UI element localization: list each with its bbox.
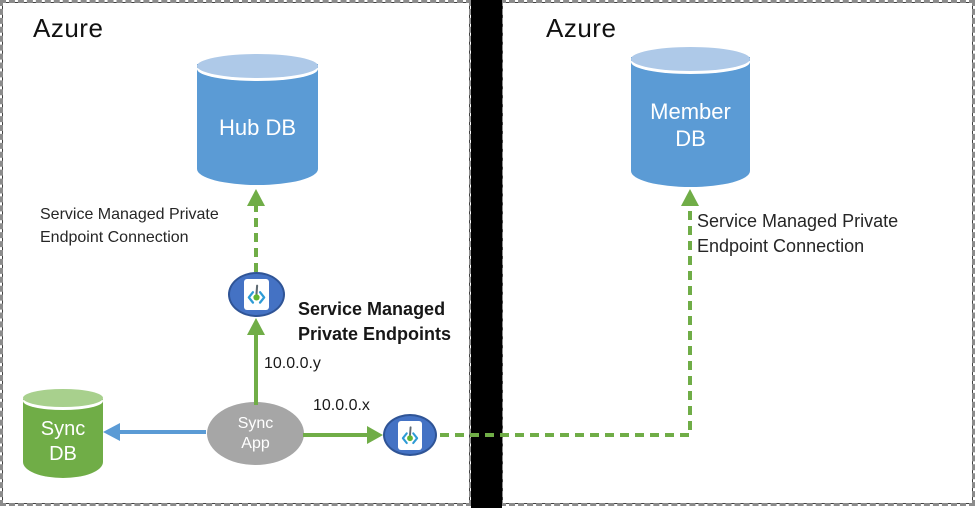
hub-db-label: Hub DB bbox=[218, 114, 297, 140]
sync-db-label: Sync DB bbox=[40, 417, 86, 465]
service-managed-private-endpoints-title: Service Managed Private Endpoints bbox=[298, 299, 452, 344]
member-db-cylinder-body bbox=[631, 57, 750, 187]
left-connection-label: Service Managed Private Endpoint Connect… bbox=[40, 206, 219, 246]
sync-db-cylinder-top bbox=[23, 389, 103, 407]
hub-db-cylinder-top bbox=[197, 54, 318, 78]
private-endpoint-icon bbox=[398, 420, 422, 450]
sync-app-ellipse: Sync App bbox=[207, 402, 304, 465]
right-connection-label: Service Managed Private Endpoint Connect… bbox=[697, 211, 899, 256]
private-endpoint-2 bbox=[383, 414, 437, 456]
hub-db-cylinder-body bbox=[197, 64, 318, 185]
member-db-cylinder: Member DB bbox=[631, 47, 750, 187]
region-title-left: Azure bbox=[33, 13, 104, 43]
network-boundary-divider bbox=[471, 0, 502, 508]
sync-db-cylinder-body bbox=[23, 399, 103, 478]
region-title-right: Azure bbox=[546, 13, 617, 43]
ip-label-y: 10.0.0.y bbox=[264, 355, 321, 372]
member-db-cylinder-top bbox=[631, 47, 750, 71]
member-db-label: Member DB bbox=[650, 98, 731, 152]
hub-db-cylinder: Hub DB bbox=[197, 54, 318, 185]
private-endpoint-1 bbox=[228, 272, 285, 317]
sync-db-cylinder: Sync DB bbox=[23, 389, 103, 478]
ip-label-x: 10.0.0.x bbox=[313, 397, 370, 414]
private-endpoint-icon bbox=[244, 279, 269, 310]
